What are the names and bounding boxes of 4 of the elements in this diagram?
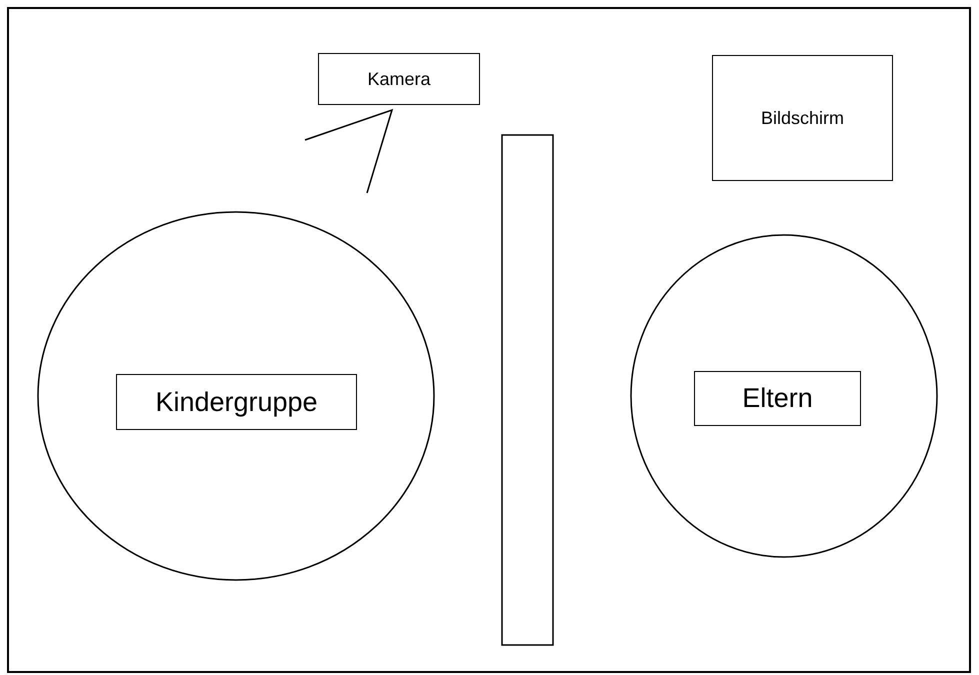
label-box: Bildschirm bbox=[712, 55, 893, 181]
label-box: Eltern bbox=[694, 371, 861, 426]
label-box: Kindergruppe bbox=[116, 374, 357, 430]
label-box: Kamera bbox=[318, 53, 480, 105]
